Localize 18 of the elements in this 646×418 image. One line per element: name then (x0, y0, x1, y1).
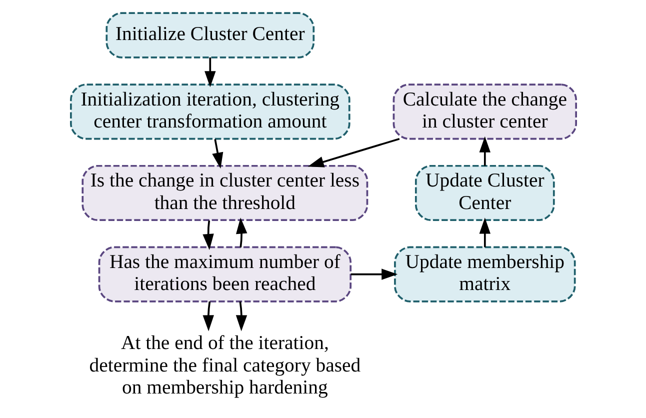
arrow (212, 138, 223, 169)
arrow (235, 301, 247, 332)
arrow (204, 58, 216, 88)
arrow (478, 218, 490, 248)
node-box: Update membership matrix (394, 246, 576, 302)
node-box: Has the maximum number of iterations been reached (98, 246, 352, 302)
arrow (202, 301, 214, 332)
node-box: Calculate the change in cluster center (392, 84, 576, 140)
arrow (350, 268, 398, 280)
arrow (202, 220, 214, 250)
node-box: Initialization iteration, clustering center transformation amount (70, 84, 350, 140)
arrow (236, 218, 247, 248)
arrow (307, 138, 400, 168)
node-box: Initialize Cluster Center (105, 12, 314, 58)
arrow (478, 136, 490, 166)
node-box: Update Cluster Center (414, 164, 554, 222)
node-text: At the end of the iteration, determine the final category based on membership hardening (88, 332, 360, 399)
node-box: Is the change in cluster center less than the threshold (81, 164, 368, 222)
